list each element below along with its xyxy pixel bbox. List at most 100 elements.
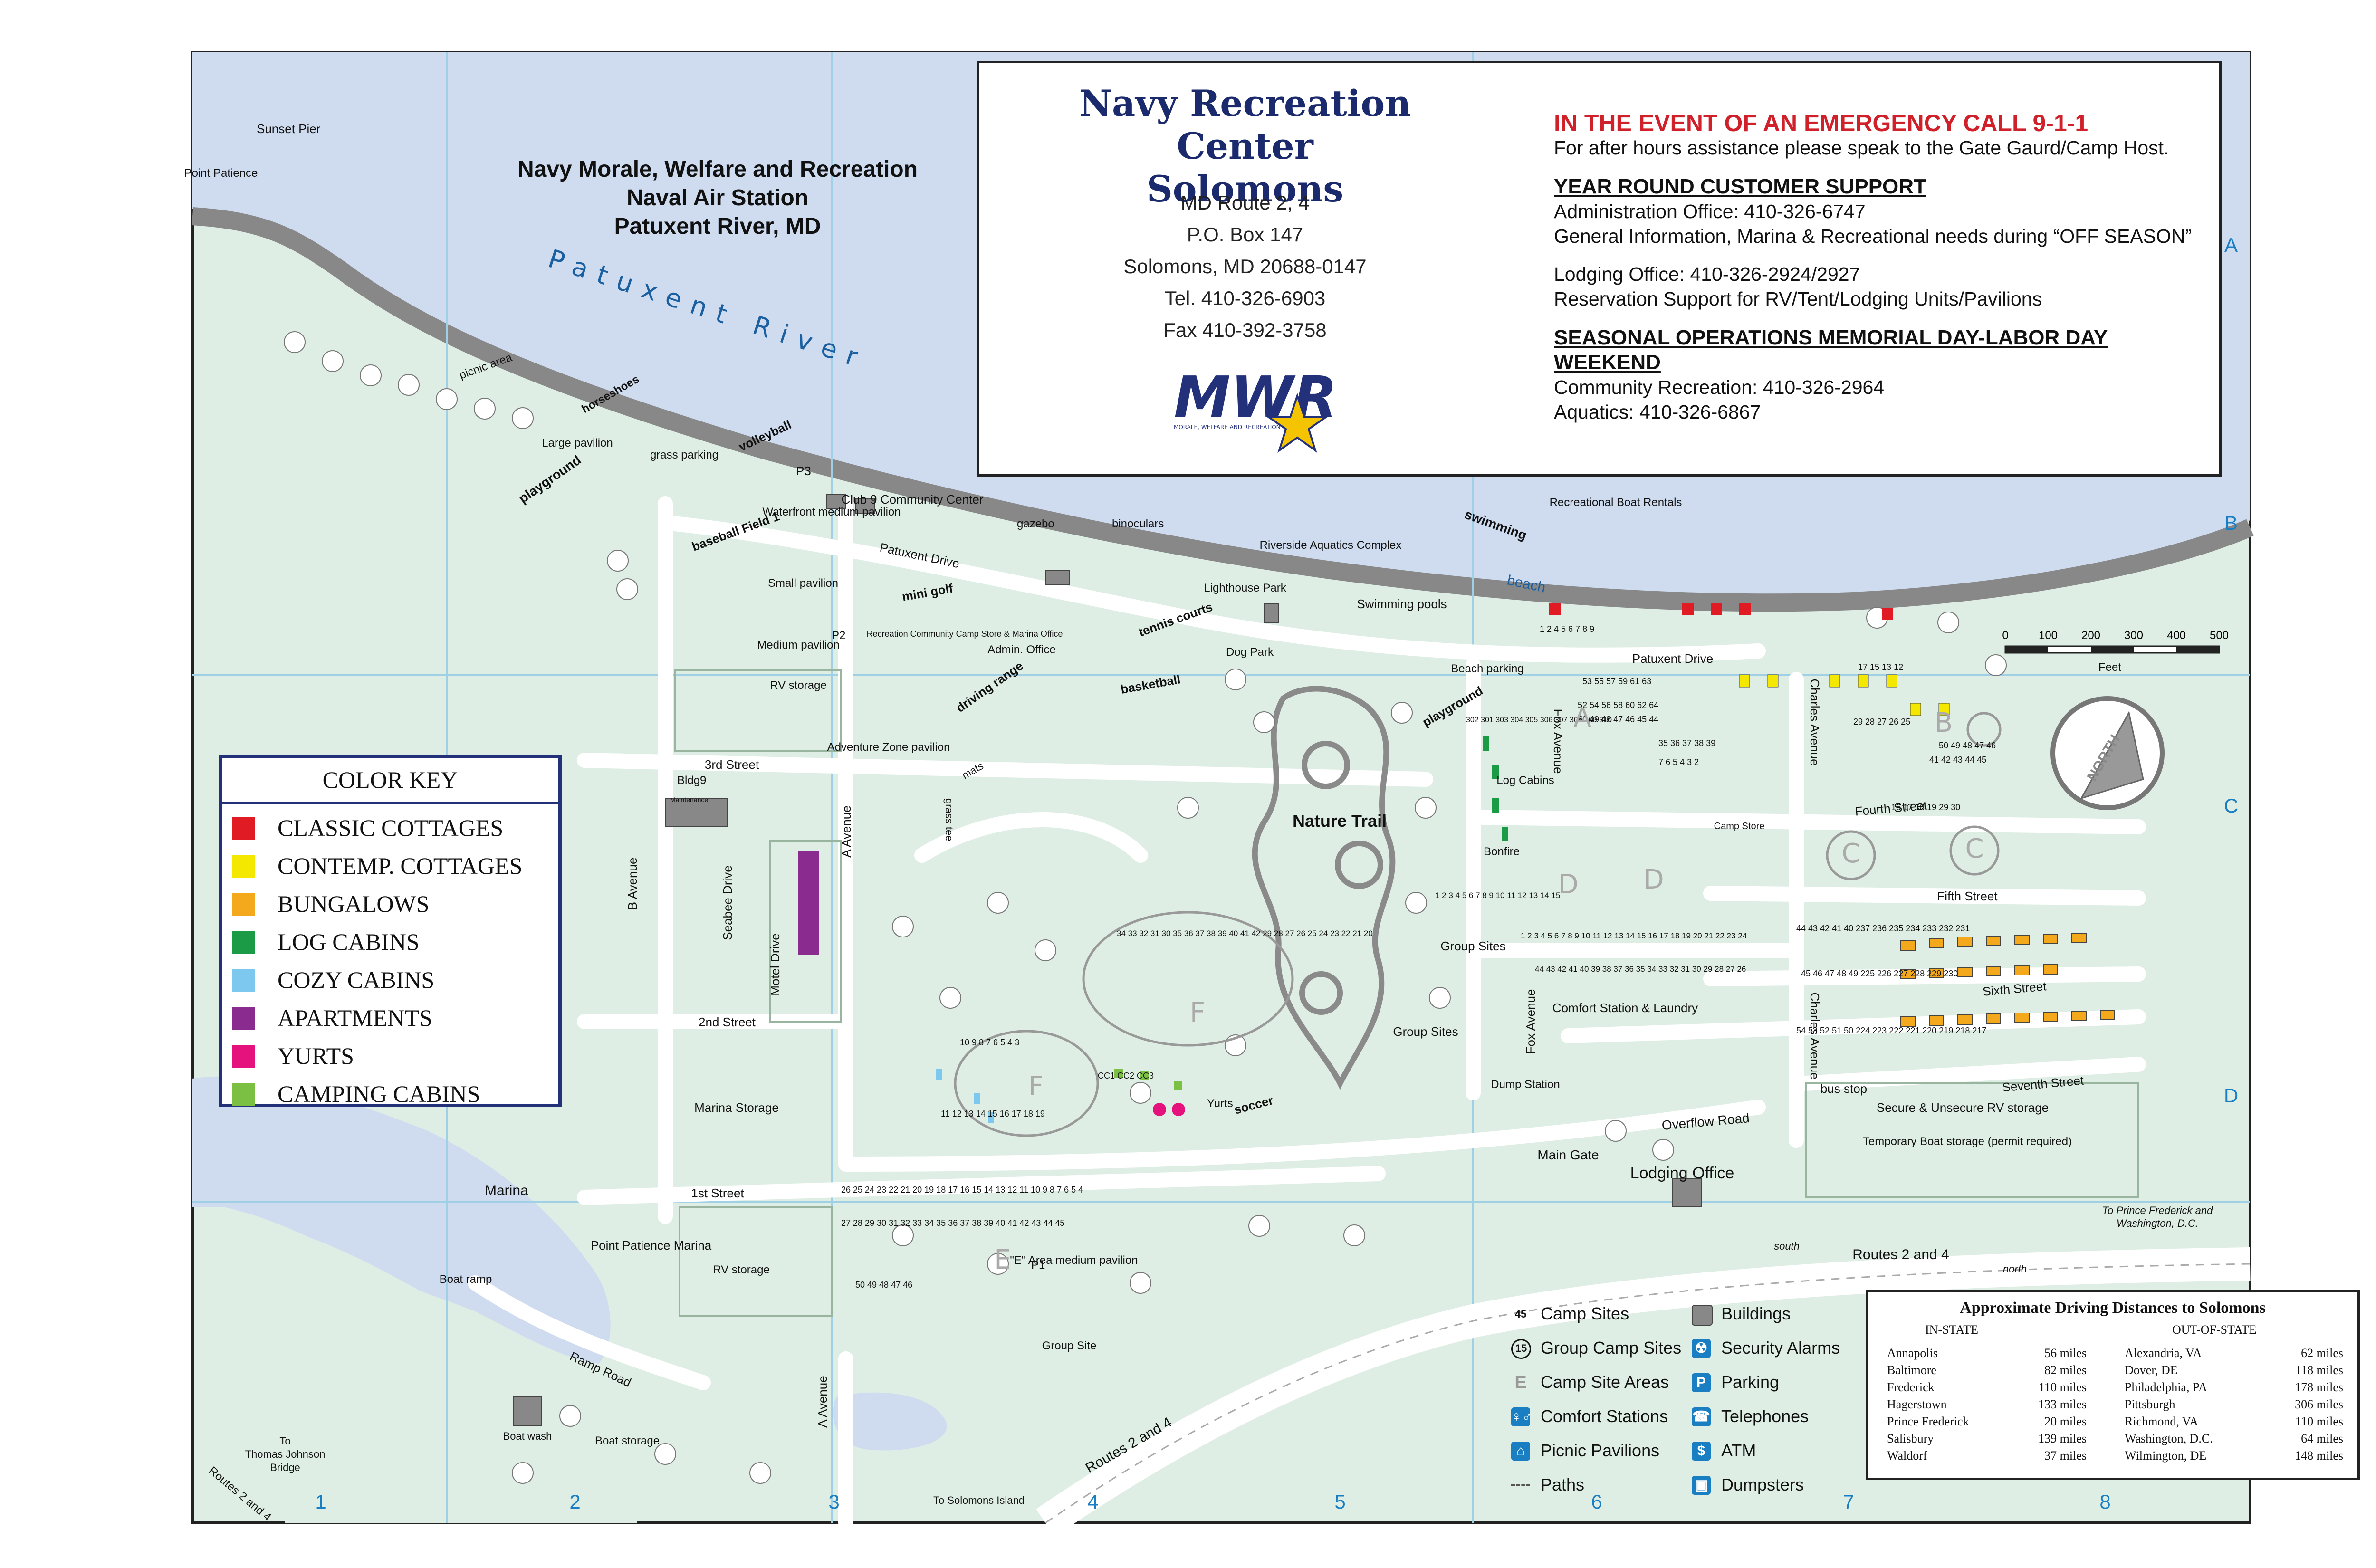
camp-area-letter: C: [1841, 838, 1860, 869]
area-d-row2-label: 44 43 42 41 40 39 38 37 36 35 34 33 32 3…: [1535, 965, 1746, 974]
second-street-label: 2nd Street: [699, 1015, 756, 1029]
maintenance-label: Maintenance: [670, 796, 708, 803]
legend-label: Camp Sites: [1541, 1304, 1629, 1323]
color-swatch: [232, 817, 255, 840]
a-avenue-s-label: A Avenue: [815, 1376, 830, 1427]
legend-label: Group Camp Sites: [1541, 1338, 1682, 1358]
secure-storage-label: Secure & Unsecure RV storage: [1877, 1100, 2049, 1115]
scale-tick-label: 300: [2124, 629, 2143, 642]
city-distance: 20 miles: [2044, 1415, 2087, 1428]
scale-bar: [2004, 645, 2220, 654]
color-key-label: APARTMENTS: [278, 1004, 432, 1031]
beach-parking-label: Beach parking: [1451, 662, 1523, 675]
group-sites-s-label: Group Sites: [1393, 1024, 1458, 1039]
grass-parking-label: grass parking: [650, 449, 719, 461]
classic-nums-label: 1 2 4 5 6 7 8 9: [1540, 624, 1594, 634]
in-state-heading: IN-STATE: [1925, 1323, 1979, 1337]
p1-label: P1: [1031, 1259, 1045, 1272]
city-name: Prince Frederick: [1887, 1415, 1969, 1428]
legend-label: Security Alarms: [1721, 1338, 1840, 1358]
org-line1-label: Navy Morale, Welfare and Recreation: [517, 157, 918, 182]
first-street-label: 1st Street: [691, 1186, 744, 1200]
grid-column-label: 3: [828, 1491, 839, 1513]
gazebo-label: gazebo: [1017, 517, 1054, 530]
color-key-label: CONTEMP. COTTAGES: [278, 852, 523, 879]
color-swatch: [232, 1007, 255, 1030]
boat-storage-temp-label: Temporary Boat storage (permit required): [1863, 1135, 2072, 1148]
boat-rentals-label: Recreational Boat Rentals: [1550, 496, 1682, 509]
club9-label: Club 9 Community Center: [841, 492, 983, 507]
camp-area-letter: E: [994, 1244, 1011, 1275]
group-sites-n-label: Group Sites: [1440, 939, 1505, 953]
city-name: Philadelphia, PA: [2125, 1380, 2207, 1394]
city-distance: 133 miles: [2038, 1397, 2087, 1411]
marina-storage-label: Marina Storage: [694, 1100, 779, 1115]
area-f-row2-label: 11 12 13 14 15 16 17 18 19: [941, 1109, 1045, 1119]
area-a-row5-label: 7 6 5 4 3 2: [1658, 757, 1699, 767]
color-key-label: COZY CABINS: [278, 966, 435, 993]
distance-row: Prince Frederick 20 miles: [1887, 1413, 2087, 1430]
dumpster-icon: ▣: [1692, 1476, 1711, 1495]
e-pavilion-label: "E" Area medium pavilion: [1010, 1254, 1138, 1267]
grid-column-label: 5: [1334, 1491, 1345, 1513]
address-line: MD Route 2, 4: [1180, 191, 1310, 214]
city-name: Wilmington, DE: [2125, 1449, 2207, 1463]
color-key-label: CLASSIC COTTAGES: [278, 814, 504, 841]
legend-label: Telephones: [1721, 1406, 1809, 1426]
title-line-1: Navy Recreation Center: [1079, 82, 1411, 167]
grid-column-label: 8: [2099, 1491, 2110, 1513]
distances-title: Approximate Driving Distances to Solomon…: [1960, 1299, 2266, 1317]
camp-area-letter: D: [1558, 869, 1578, 900]
legend-label: Paths: [1541, 1475, 1585, 1494]
city-distance: 139 miles: [2038, 1432, 2087, 1445]
sunset-pier-label: Sunset Pier: [257, 122, 321, 136]
camp-loop-circles: [954, 712, 2002, 1137]
lodging-office-phone: Lodging Office: 410-326-2924/2927: [1554, 263, 1860, 285]
camp-store-label: Camp Store: [1714, 821, 1765, 832]
fifth-row-label: 44 43 42 41 40 237 236 235 234 233 232 2…: [1796, 924, 1970, 933]
color-key-label: LOG CABINS: [278, 928, 420, 955]
out-state-heading: OUT-OF-STATE: [2172, 1323, 2257, 1337]
seabee-drive-label: Seabee Drive: [720, 865, 735, 940]
grid-column-label: 7: [1843, 1491, 1854, 1513]
color-key-label: YURTS: [278, 1042, 354, 1069]
color-swatch: [232, 1045, 255, 1068]
to-tj-bridge-1-label: To: [279, 1435, 290, 1447]
main-gate-label: Main Gate: [1537, 1147, 1599, 1162]
motel-drive-label: Motel Drive: [768, 933, 782, 995]
swimming-pools-label: Swimming pools: [1357, 597, 1447, 611]
camp-area-letter: F: [1190, 997, 1205, 1028]
color-key-label: CAMPING CABINS: [278, 1080, 480, 1107]
camp-area-letter: C: [1965, 833, 1983, 864]
contact-info: IN THE EVENT OF AN EMERGENCY CALL 9-1-1 …: [1554, 111, 2214, 424]
p2-label: P2: [832, 629, 845, 642]
seventh-row-label: 54 53 52 51 50 224 223 222 221 220 219 2…: [1796, 1026, 1986, 1035]
grid-column-label: 2: [569, 1491, 580, 1513]
north-arrow-compass: [2050, 696, 2165, 810]
fox-avenue-s-label: Fox Avenue: [1523, 989, 1538, 1054]
year-round-heading: YEAR ROUND CUSTOMER SUPPORT: [1554, 175, 1926, 198]
nature-trail-label: Nature Trail: [1293, 811, 1387, 831]
legend-label: Picnic Pavilions: [1541, 1441, 1660, 1460]
city-name: Alexandria, VA: [2125, 1346, 2202, 1360]
comfort-station-label: Comfort Station & Laundry: [1552, 1001, 1698, 1015]
aquatics-phone: Aquatics: 410-326-6867: [1554, 401, 1761, 423]
legend-label: Parking: [1721, 1372, 1780, 1392]
charles-avenue-s-label: Charles Avenue: [1808, 992, 1822, 1079]
lodging-office-label: Lodging Office: [1630, 1164, 1734, 1182]
road-network: [468, 496, 2146, 1530]
grid-row-label: C: [2224, 794, 2238, 817]
legend-label: Camp Site Areas: [1541, 1372, 1669, 1392]
boat-ramp-label: Boat ramp: [440, 1273, 492, 1286]
grid-row-label: D: [2224, 1084, 2238, 1107]
area-b-row2-label: 29 28 27 26 25: [1853, 717, 1910, 727]
grid-column-label: 1: [315, 1491, 326, 1513]
third-street-label: 3rd Street: [705, 757, 759, 772]
city-name: Annapolis: [1887, 1346, 1938, 1360]
scale-tick-label: 100: [2039, 629, 2058, 642]
